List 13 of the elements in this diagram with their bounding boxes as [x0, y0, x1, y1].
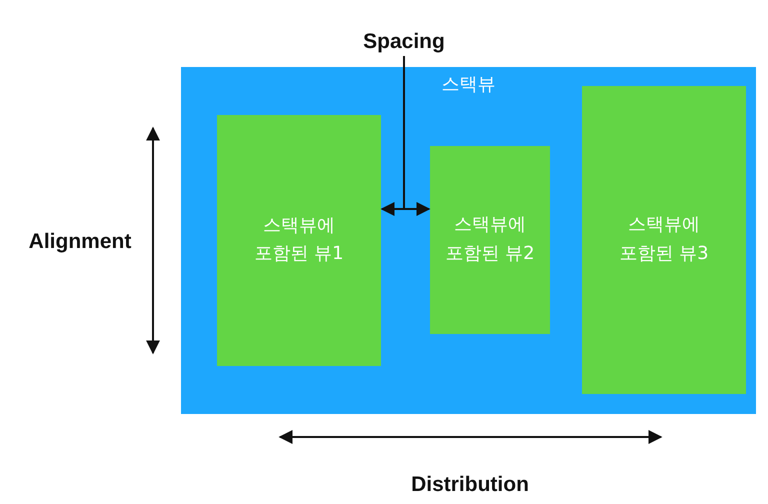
stack-view-box — [181, 67, 756, 414]
distribution-label: Distribution — [411, 473, 529, 497]
view-box — [430, 146, 550, 334]
alignment-label: Alignment — [28, 230, 132, 254]
view-label: 스택뷰에 포함된 뷰2 — [444, 213, 536, 266]
view-label: 스택뷰에 포함된 뷰3 — [618, 213, 710, 266]
stack-view-title: 스택뷰 — [442, 73, 496, 97]
spacing-label: Spacing — [363, 30, 445, 54]
view-box — [582, 86, 746, 394]
double-arrow — [380, 202, 430, 216]
view-box — [217, 115, 381, 366]
leader-line — [403, 56, 405, 208]
view-label: 스택뷰에 포함된 뷰1 — [253, 214, 345, 266]
